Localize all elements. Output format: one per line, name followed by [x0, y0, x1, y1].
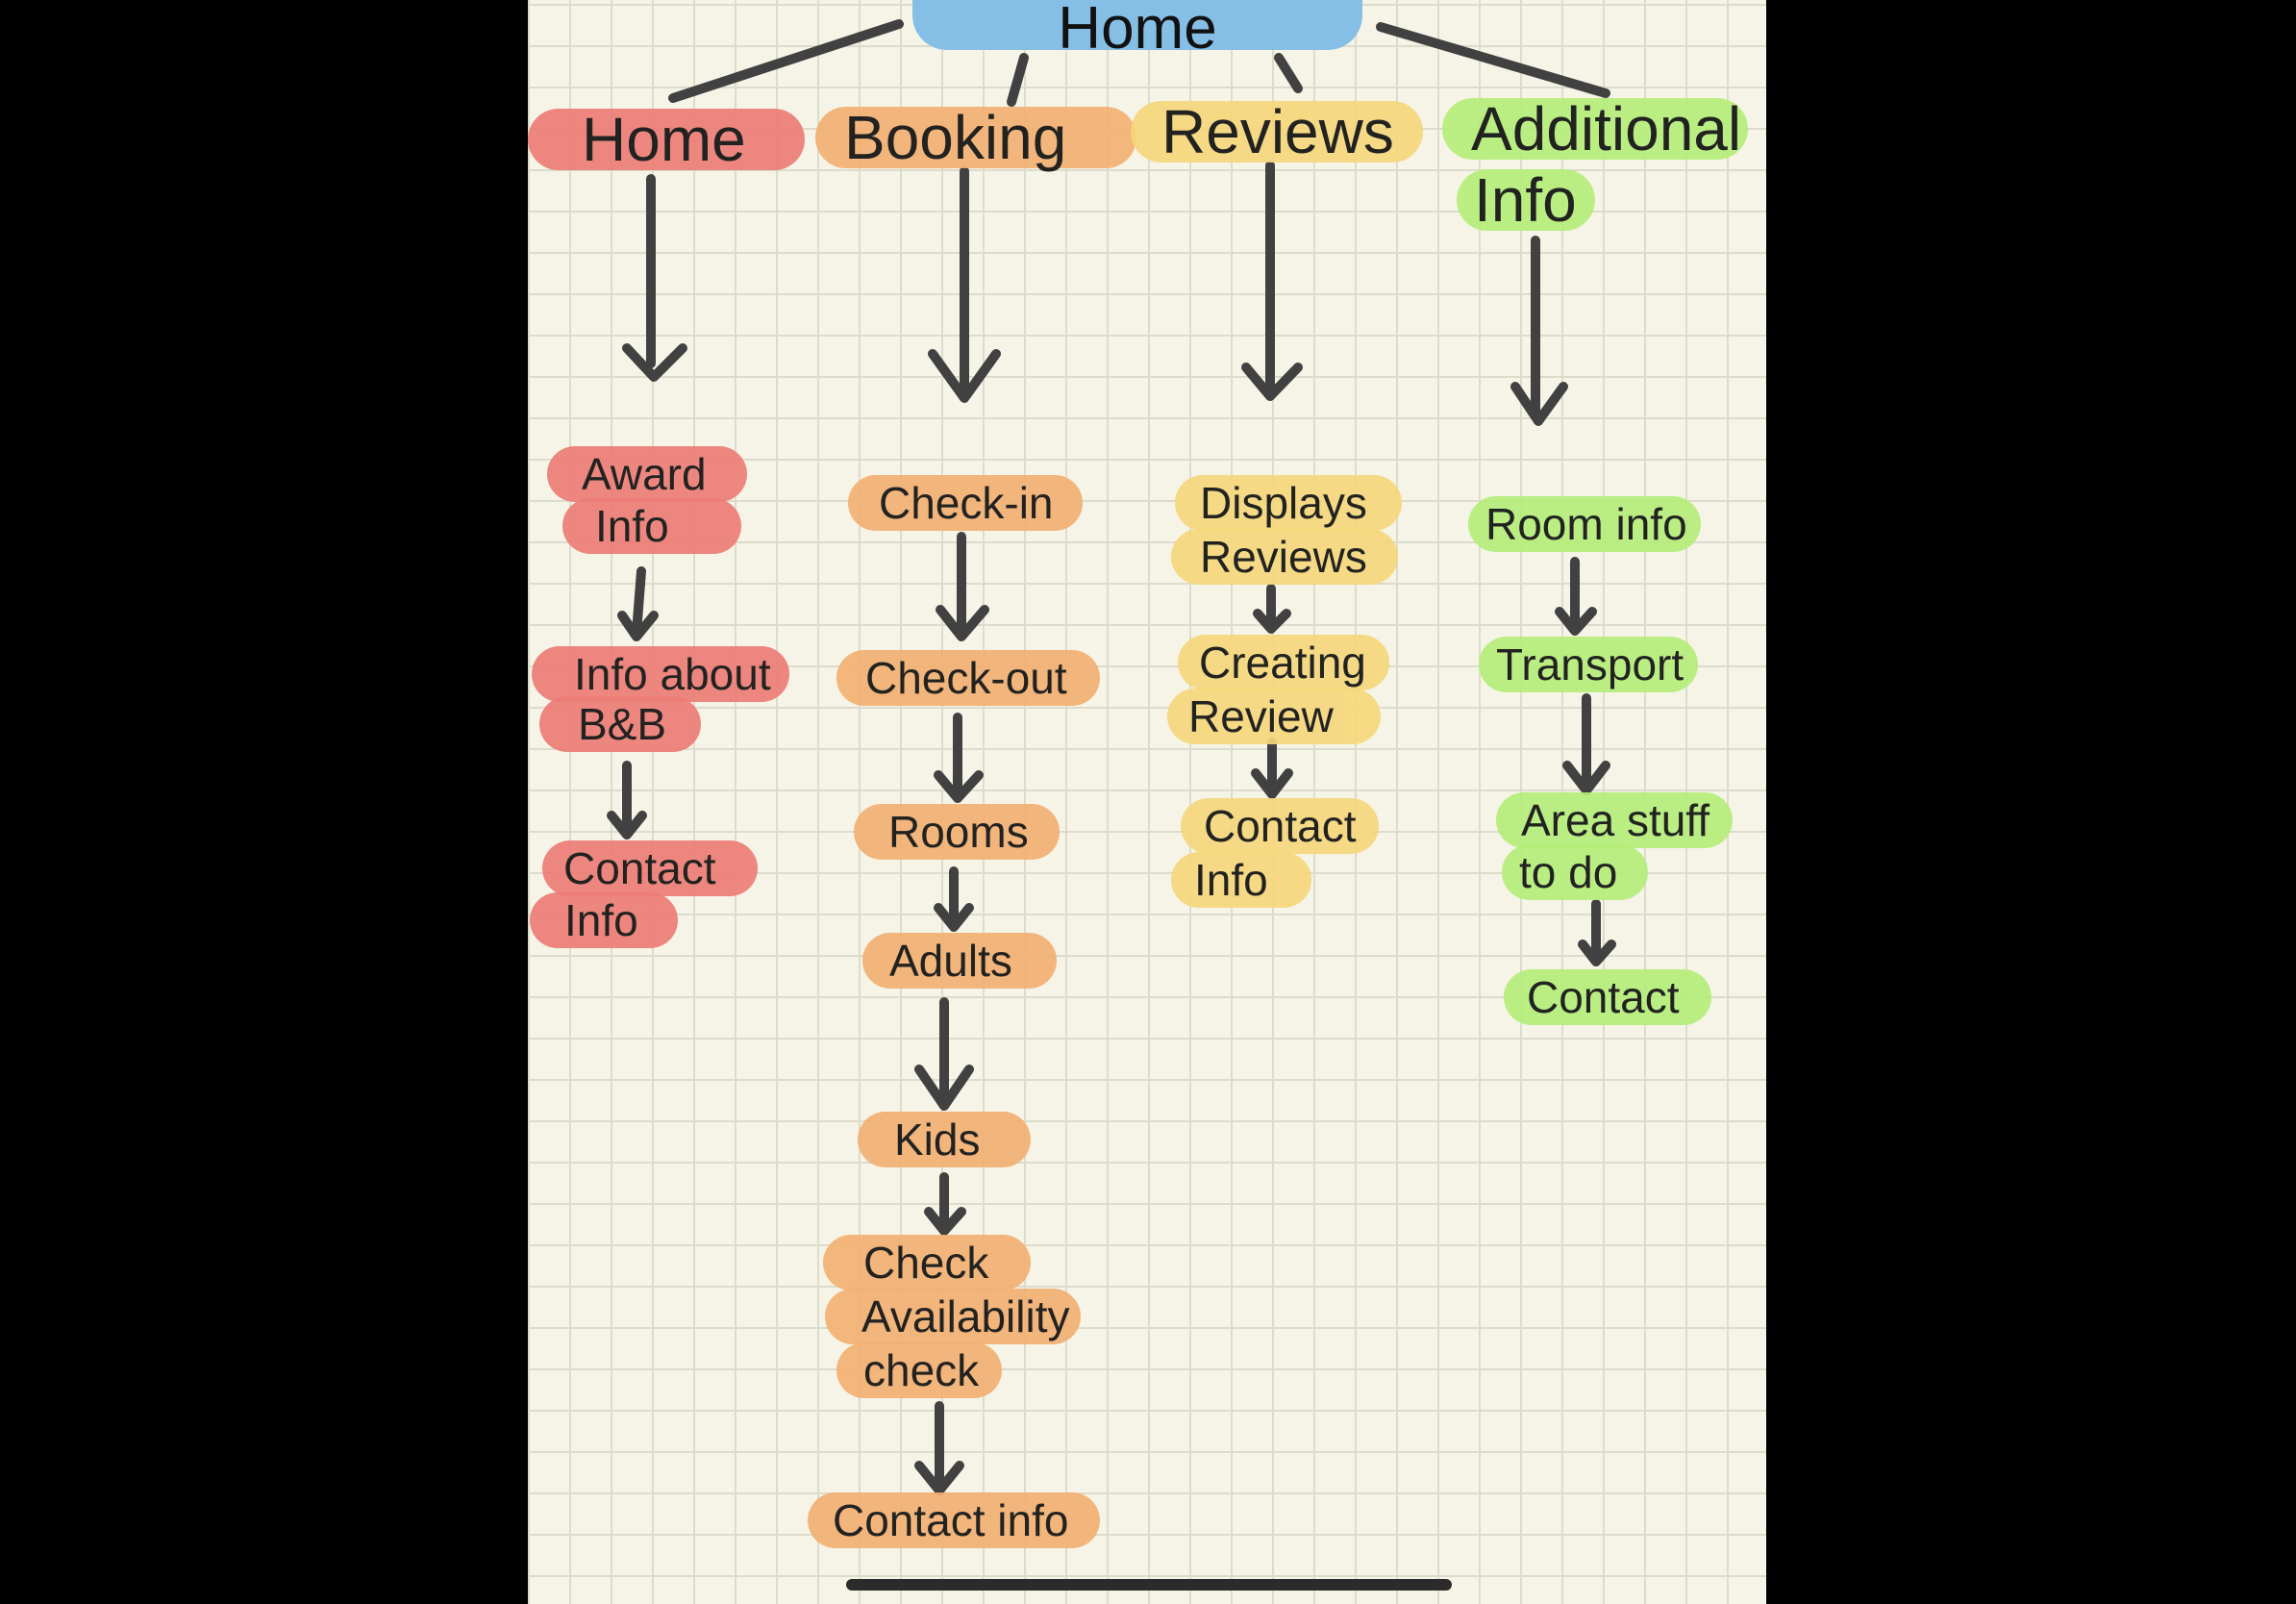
node-label: Reviews	[1200, 532, 1367, 582]
node-award-info[interactable]: Award	[547, 446, 747, 502]
node-contact-info-booking[interactable]: Contact info	[808, 1492, 1100, 1548]
node-info-about-bb[interactable]: Info about	[532, 646, 789, 702]
node-transport[interactable]: Transport	[1479, 637, 1698, 692]
node-label: Rooms	[888, 807, 1029, 857]
node-check-in[interactable]: Check-in	[848, 475, 1083, 531]
arrow	[934, 866, 974, 932]
node-label: Room info	[1485, 499, 1687, 549]
node-label: Review	[1188, 691, 1334, 741]
arrow	[1251, 738, 1293, 799]
node-label: Award	[582, 449, 707, 499]
arrow	[928, 166, 1001, 403]
heading-label: Reviews	[1161, 97, 1394, 166]
node-contact-info-reviews[interactable]: Contact	[1181, 798, 1379, 854]
node-info-about-bb-line2[interactable]: B&B	[539, 696, 701, 752]
node-contact-info-line2[interactable]: Info	[530, 892, 678, 948]
node-label: Adults	[889, 936, 1012, 986]
arrow	[914, 1401, 964, 1495]
home-indicator-bar[interactable]	[846, 1579, 1452, 1591]
heading-label: Booking	[844, 103, 1067, 172]
node-area-stuff[interactable]: Area stuff	[1496, 792, 1733, 848]
heading-additional-info[interactable]: Additional	[1442, 98, 1748, 160]
node-check-availability-line2[interactable]: Availability	[825, 1289, 1081, 1344]
node-label: Availability	[861, 1291, 1070, 1341]
node-label: Check-in	[879, 478, 1054, 528]
node-label: Contact	[1527, 972, 1680, 1022]
arrow	[934, 713, 984, 803]
node-label: Contact	[563, 843, 716, 893]
node-creating-review-line2[interactable]: Review	[1167, 689, 1381, 744]
heading-label: Info	[1474, 165, 1577, 235]
node-room-info[interactable]: Room info	[1468, 496, 1701, 552]
node-label: Area stuff	[1521, 795, 1710, 845]
heading-booking[interactable]: Booking	[815, 107, 1136, 168]
arrow	[924, 1172, 966, 1236]
connector-line	[668, 19, 904, 103]
node-check-availability[interactable]: Check	[823, 1235, 1031, 1291]
arrow	[617, 566, 659, 641]
heading-reviews[interactable]: Reviews	[1131, 101, 1423, 163]
arrow	[1555, 557, 1597, 636]
node-label: Info	[1194, 855, 1268, 905]
node-kids[interactable]: Kids	[858, 1112, 1031, 1167]
arrow	[1241, 161, 1303, 401]
node-label: Info	[564, 895, 638, 945]
node-label: Check-out	[865, 653, 1067, 703]
node-contact-info[interactable]: Contact	[542, 840, 758, 896]
node-contact-info-reviews-line2[interactable]: Info	[1171, 852, 1311, 908]
arrow	[607, 761, 647, 840]
connector-line	[1274, 53, 1303, 93]
node-label: Creating	[1199, 638, 1366, 688]
node-label: Kids	[894, 1115, 981, 1165]
node-label: Displays	[1200, 478, 1367, 528]
arrow	[936, 532, 989, 641]
node-label: B&B	[578, 699, 667, 749]
node-displays-reviews[interactable]: Displays	[1175, 475, 1402, 531]
root-node[interactable]: Home	[912, 0, 1362, 59]
arrow	[914, 997, 974, 1111]
node-label: Check	[863, 1238, 989, 1288]
arrow	[1562, 693, 1610, 795]
node-contact-additional[interactable]: Contact	[1504, 969, 1711, 1025]
node-creating-review[interactable]: Creating	[1178, 635, 1389, 690]
heading-additional-info-line2[interactable]: Info	[1457, 169, 1595, 231]
node-displays-reviews-line2[interactable]: Reviews	[1171, 529, 1398, 585]
node-check-out[interactable]: Check-out	[836, 650, 1100, 706]
node-label: Contact	[1204, 801, 1357, 851]
node-label: Info	[595, 501, 669, 551]
node-label: check	[863, 1345, 980, 1395]
connector-line	[1007, 53, 1029, 107]
node-check-availability-line3[interactable]: check	[836, 1342, 1002, 1398]
node-label: Info about	[574, 649, 771, 699]
node-label: to do	[1519, 847, 1618, 897]
node-area-stuff-line2[interactable]: to do	[1502, 844, 1648, 900]
node-adults[interactable]: Adults	[862, 933, 1057, 989]
root-node-label: Home	[1058, 0, 1217, 62]
connector-line	[1376, 22, 1610, 98]
node-label: Contact info	[833, 1495, 1069, 1545]
heading-label: Home	[582, 105, 746, 174]
heading-label: Additional	[1471, 94, 1742, 163]
arrow	[622, 174, 687, 382]
node-label: Transport	[1496, 639, 1685, 689]
node-rooms[interactable]: Rooms	[854, 804, 1060, 860]
node-award-info-line2[interactable]: Info	[562, 498, 741, 554]
arrow	[1510, 236, 1568, 426]
heading-home[interactable]: Home	[528, 109, 805, 170]
arrow	[1578, 899, 1616, 966]
arrow	[1253, 584, 1291, 634]
